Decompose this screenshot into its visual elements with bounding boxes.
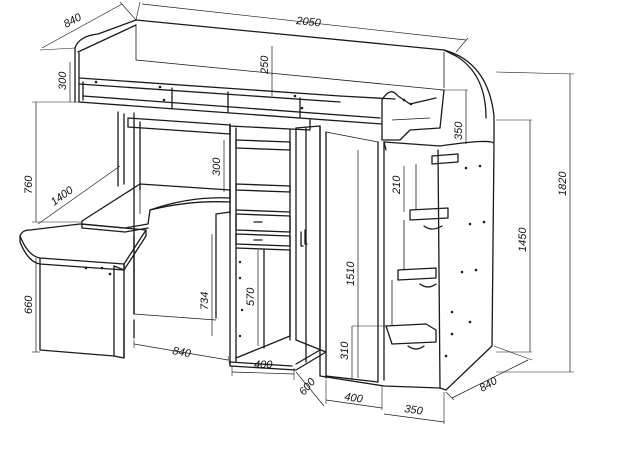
dim-wardrobe-width: 400 — [344, 391, 365, 406]
dim-cabinet-depth: 600 — [297, 375, 319, 397]
dim-stairs-width: 350 — [404, 403, 425, 418]
dim-desk-leg-height: 660 — [23, 295, 35, 314]
dim-wardrobe-inner-height: 1510 — [345, 261, 357, 286]
dim-height-total: 1820 — [557, 171, 569, 196]
dim-door-height: 570 — [245, 287, 257, 306]
bed-frame — [74, 19, 495, 143]
center-cabinet — [229, 119, 327, 371]
dim-length-total: 2050 — [295, 15, 322, 30]
dim-shelf-spacing: 300 — [211, 157, 223, 176]
wardrobe — [319, 125, 441, 389]
dim-desk-depth: 840 — [171, 345, 192, 360]
dimension-lines — [32, 1, 575, 424]
dim-depth-top: 840 — [62, 11, 85, 31]
dim-ladder-rail-height: 350 — [453, 121, 465, 140]
dim-bed-guard-length: 250 — [259, 55, 271, 75]
dim-stair-step: 210 — [391, 175, 403, 195]
dim-wardrobe-height: 1450 — [517, 227, 529, 252]
dim-guard-rail-height: 300 — [57, 71, 69, 90]
dim-desk-top-height: 760 — [23, 175, 35, 194]
desk-unit — [19, 111, 231, 359]
dim-stairs-depth: 840 — [478, 375, 501, 395]
stairs-unit — [383, 140, 495, 391]
dim-desk-length: 1400 — [49, 184, 77, 209]
dim-cabinet-width: 400 — [254, 359, 273, 371]
dim-desk-gap-height: 734 — [199, 292, 211, 310]
dim-drawer-height: 310 — [339, 341, 351, 360]
